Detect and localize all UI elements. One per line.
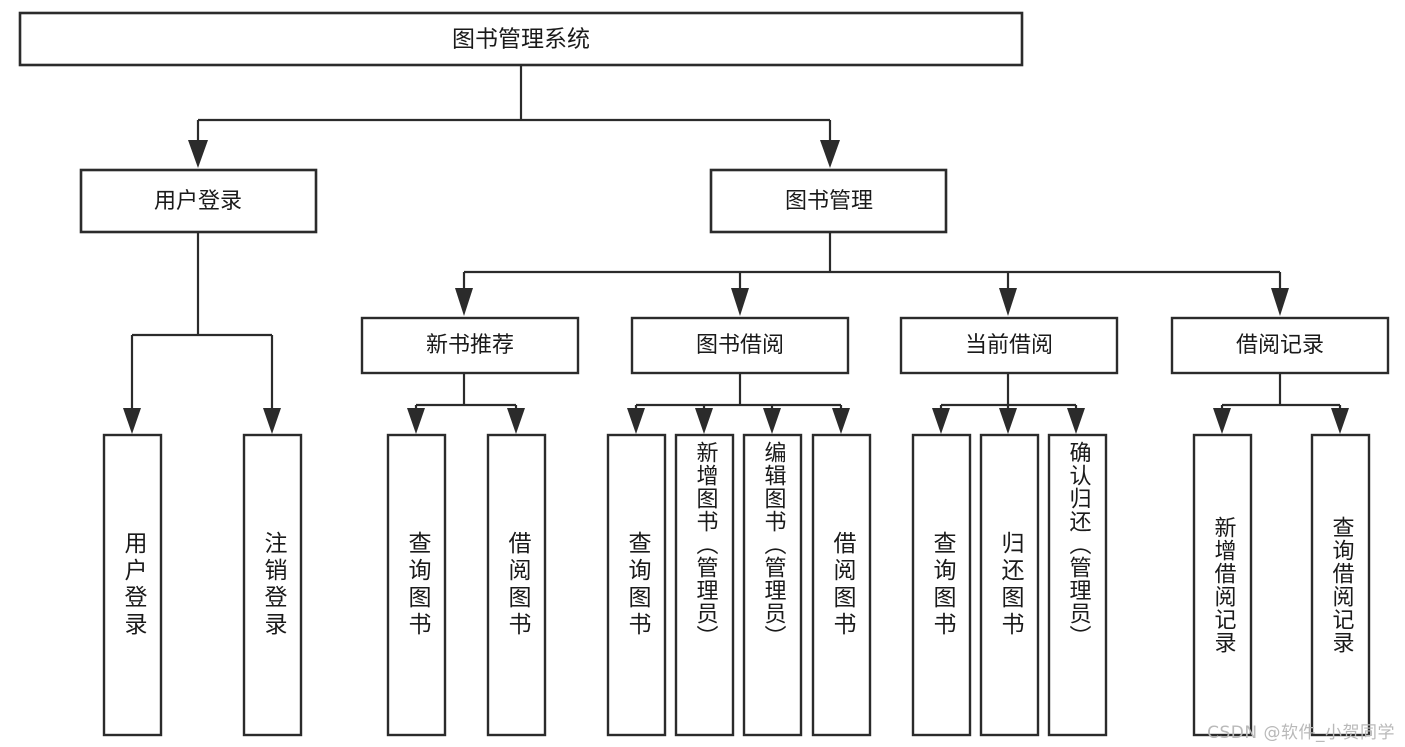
node-root-system-box[interactable]	[18, 11, 1024, 67]
arrowhead-leaf-borrow-book	[832, 408, 850, 434]
node-borrow-record-label: 借阅记录	[1236, 333, 1324, 358]
node-user-login-label: 用户登录	[154, 189, 242, 214]
leaf-confirm-return-admin-box[interactable]	[1047, 433, 1108, 737]
arrowhead-leaf-confirm-return-admin	[1067, 408, 1085, 434]
node-user-login[interactable]: 用户登录	[79, 168, 318, 234]
leaf-edit-book-admin-box[interactable]	[742, 433, 803, 737]
node-book-management-box[interactable]	[709, 168, 948, 234]
node-current-borrow[interactable]: 当前借阅	[899, 316, 1119, 375]
node-book-management-label: 图书管理	[785, 189, 873, 214]
connector-group-book-management	[455, 232, 1289, 316]
arrowhead-user-login	[188, 140, 208, 168]
arrowhead-leaf-query-borrow-record	[1331, 408, 1349, 434]
leaf-add-borrow-record-box[interactable]	[1192, 433, 1253, 737]
arrowhead-book-borrow	[731, 288, 749, 316]
leaf-user-login-box[interactable]	[102, 433, 163, 737]
connector-group-root	[188, 65, 840, 168]
arrowhead-new-book-recommend	[455, 288, 473, 316]
node-current-borrow-label: 当前借阅	[965, 333, 1053, 358]
arrowhead-current-borrow	[999, 288, 1017, 316]
connector-group-user-login	[123, 232, 281, 434]
arrowhead-leaf-add-borrow-record	[1213, 408, 1231, 434]
leaf-logout-box[interactable]	[242, 433, 303, 737]
connector-group-current-borrow	[932, 373, 1085, 434]
arrowhead-leaf-edit-book-admin	[763, 408, 781, 434]
node-new-book-recommend-label: 新书推荐	[426, 333, 514, 358]
arrowhead-leaf-borrow-book-recommend	[507, 408, 525, 434]
node-book-borrow-box[interactable]	[630, 316, 850, 375]
arrowhead-leaf-add-book-admin	[695, 408, 713, 434]
leaf-query-book-borrow-box[interactable]	[606, 433, 667, 737]
leaf-borrow-book-box[interactable]	[811, 433, 872, 737]
node-borrow-record-box[interactable]	[1170, 316, 1390, 375]
node-root-system[interactable]: 图书管理系统	[18, 11, 1024, 67]
leaf-return-book-box[interactable]	[979, 433, 1040, 737]
arrowhead-leaf-user-login	[123, 408, 141, 434]
arrowhead-book-management	[820, 140, 840, 168]
node-new-book-recommend[interactable]: 新书推荐	[360, 316, 580, 375]
connector-group-borrow-record	[1213, 373, 1349, 434]
arrowhead-leaf-query-book-borrow	[627, 408, 645, 434]
csdn-watermark: CSDN @软件_小贺同学	[1207, 723, 1395, 743]
connector-group-new-book-recommend	[407, 373, 525, 434]
node-book-borrow[interactable]: 图书借阅	[630, 316, 850, 375]
node-borrow-record[interactable]: 借阅记录	[1170, 316, 1390, 375]
node-current-borrow-box[interactable]	[899, 316, 1119, 375]
connector-group-book-borrow	[627, 373, 850, 434]
arrowhead-leaf-logout	[263, 408, 281, 434]
leaf-query-borrow-record-box[interactable]	[1310, 433, 1371, 737]
arrowhead-borrow-record	[1271, 288, 1289, 316]
leaf-query-book-recommend-box[interactable]	[386, 433, 447, 737]
leaf-query-book-current-box[interactable]	[911, 433, 972, 737]
leaf-boxes	[102, 433, 1371, 737]
node-book-management[interactable]: 图书管理	[709, 168, 948, 234]
node-new-book-recommend-box[interactable]	[360, 316, 580, 375]
arrowhead-leaf-return-book	[999, 408, 1017, 434]
leaf-add-book-admin-box[interactable]	[674, 433, 735, 737]
node-root-system-label: 图书管理系统	[452, 27, 590, 53]
node-book-borrow-label: 图书借阅	[696, 333, 784, 358]
arrowhead-leaf-query-book-recommend	[407, 408, 425, 434]
arrowhead-leaf-query-book-current	[932, 408, 950, 434]
node-user-login-box[interactable]	[79, 168, 318, 234]
leaf-borrow-book-recommend-box[interactable]	[486, 433, 547, 737]
